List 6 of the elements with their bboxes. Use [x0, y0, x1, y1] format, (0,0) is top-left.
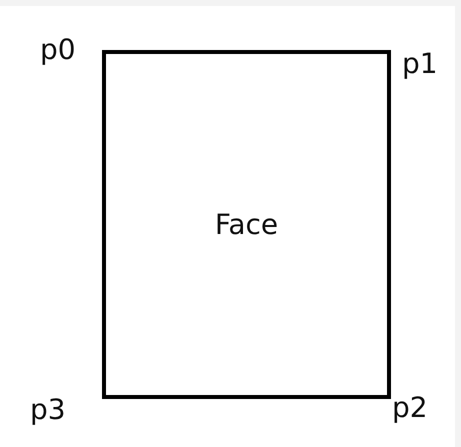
corner-label: p0: [40, 36, 76, 64]
face-label: Face: [214, 208, 278, 241]
face-rectangle: [102, 50, 391, 399]
corner-label: p2: [392, 394, 428, 422]
corner-label: p1: [402, 50, 438, 78]
corner-label: p3: [30, 396, 66, 424]
